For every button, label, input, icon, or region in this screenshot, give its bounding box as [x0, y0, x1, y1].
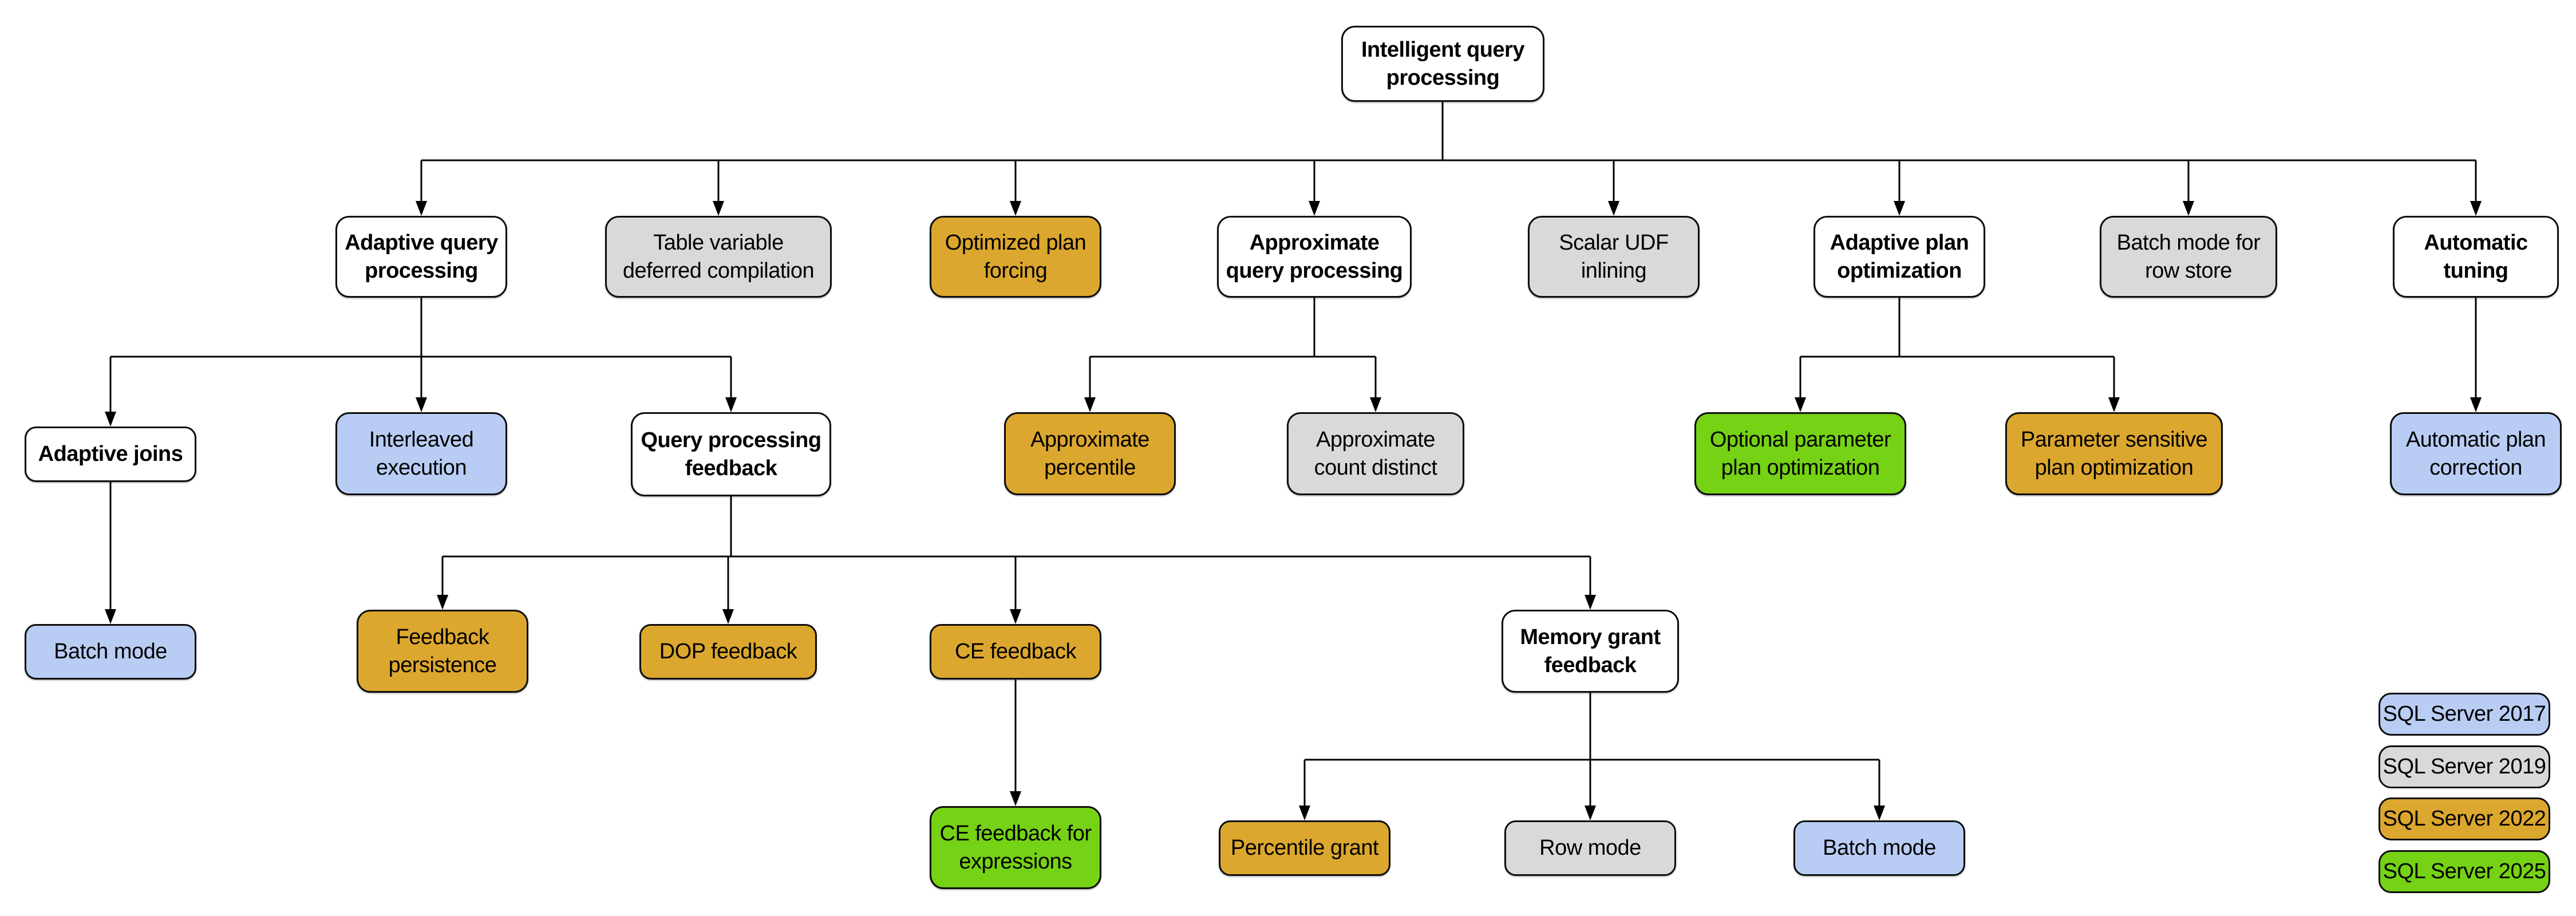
legend-item-sql-server-2025: SQL Server 2025 — [2379, 850, 2550, 893]
node-automatic-plan-correction: Automatic plan correction — [2390, 412, 2562, 495]
node-dop-feedback: DOP feedback — [639, 624, 817, 680]
node-scalar-udf-inlining: Scalar UDF inlining — [1528, 216, 1700, 298]
node-row-mode: Row mode — [1504, 820, 1676, 876]
node-percentile-grant: Percentile grant — [1219, 820, 1390, 876]
node-ce-feedback: CE feedback — [930, 624, 1101, 680]
node-interleaved-execution: Interleaved execution — [335, 412, 507, 495]
node-intelligent-query-processing: Intelligent query processing — [1341, 26, 1544, 102]
node-adaptive-query-processing: Adaptive query processing — [335, 216, 507, 298]
node-adaptive-plan-optimization: Adaptive plan optimization — [1814, 216, 1985, 298]
node-optimized-plan-forcing: Optimized plan forcing — [930, 216, 1101, 298]
node-approximate-query-processing: Approximate query processing — [1217, 216, 1412, 298]
node-ce-feedback-for-expressions: CE feedback for expressions — [930, 806, 1101, 889]
node-batch-mode-memory-grant: Batch mode — [1793, 820, 1965, 876]
node-automatic-tuning: Automatic tuning — [2393, 216, 2559, 298]
node-feedback-persistence: Feedback persistence — [357, 610, 528, 693]
node-memory-grant-feedback: Memory grant feedback — [1502, 610, 1679, 693]
legend-item-sql-server-2022: SQL Server 2022 — [2379, 797, 2550, 840]
legend-item-sql-server-2019: SQL Server 2019 — [2379, 745, 2550, 788]
node-adaptive-joins: Adaptive joins — [25, 427, 196, 482]
node-approximate-count-distinct: Approximate count distinct — [1287, 412, 1464, 495]
node-approximate-percentile: Approximate percentile — [1004, 412, 1176, 495]
node-table-variable-deferred-compilation: Table variable deferred compilation — [605, 216, 832, 298]
node-batch-mode-adaptive-joins: Batch mode — [25, 624, 196, 680]
node-parameter-sensitive-plan-optimization: Parameter sensitive plan optimization — [2005, 412, 2223, 495]
legend-item-sql-server-2017: SQL Server 2017 — [2379, 693, 2550, 736]
node-batch-mode-for-row-store: Batch mode for row store — [2100, 216, 2277, 298]
node-query-processing-feedback: Query processing feedback — [631, 412, 831, 496]
node-optional-parameter-plan-optimization: Optional parameter plan optimization — [1694, 412, 1906, 495]
